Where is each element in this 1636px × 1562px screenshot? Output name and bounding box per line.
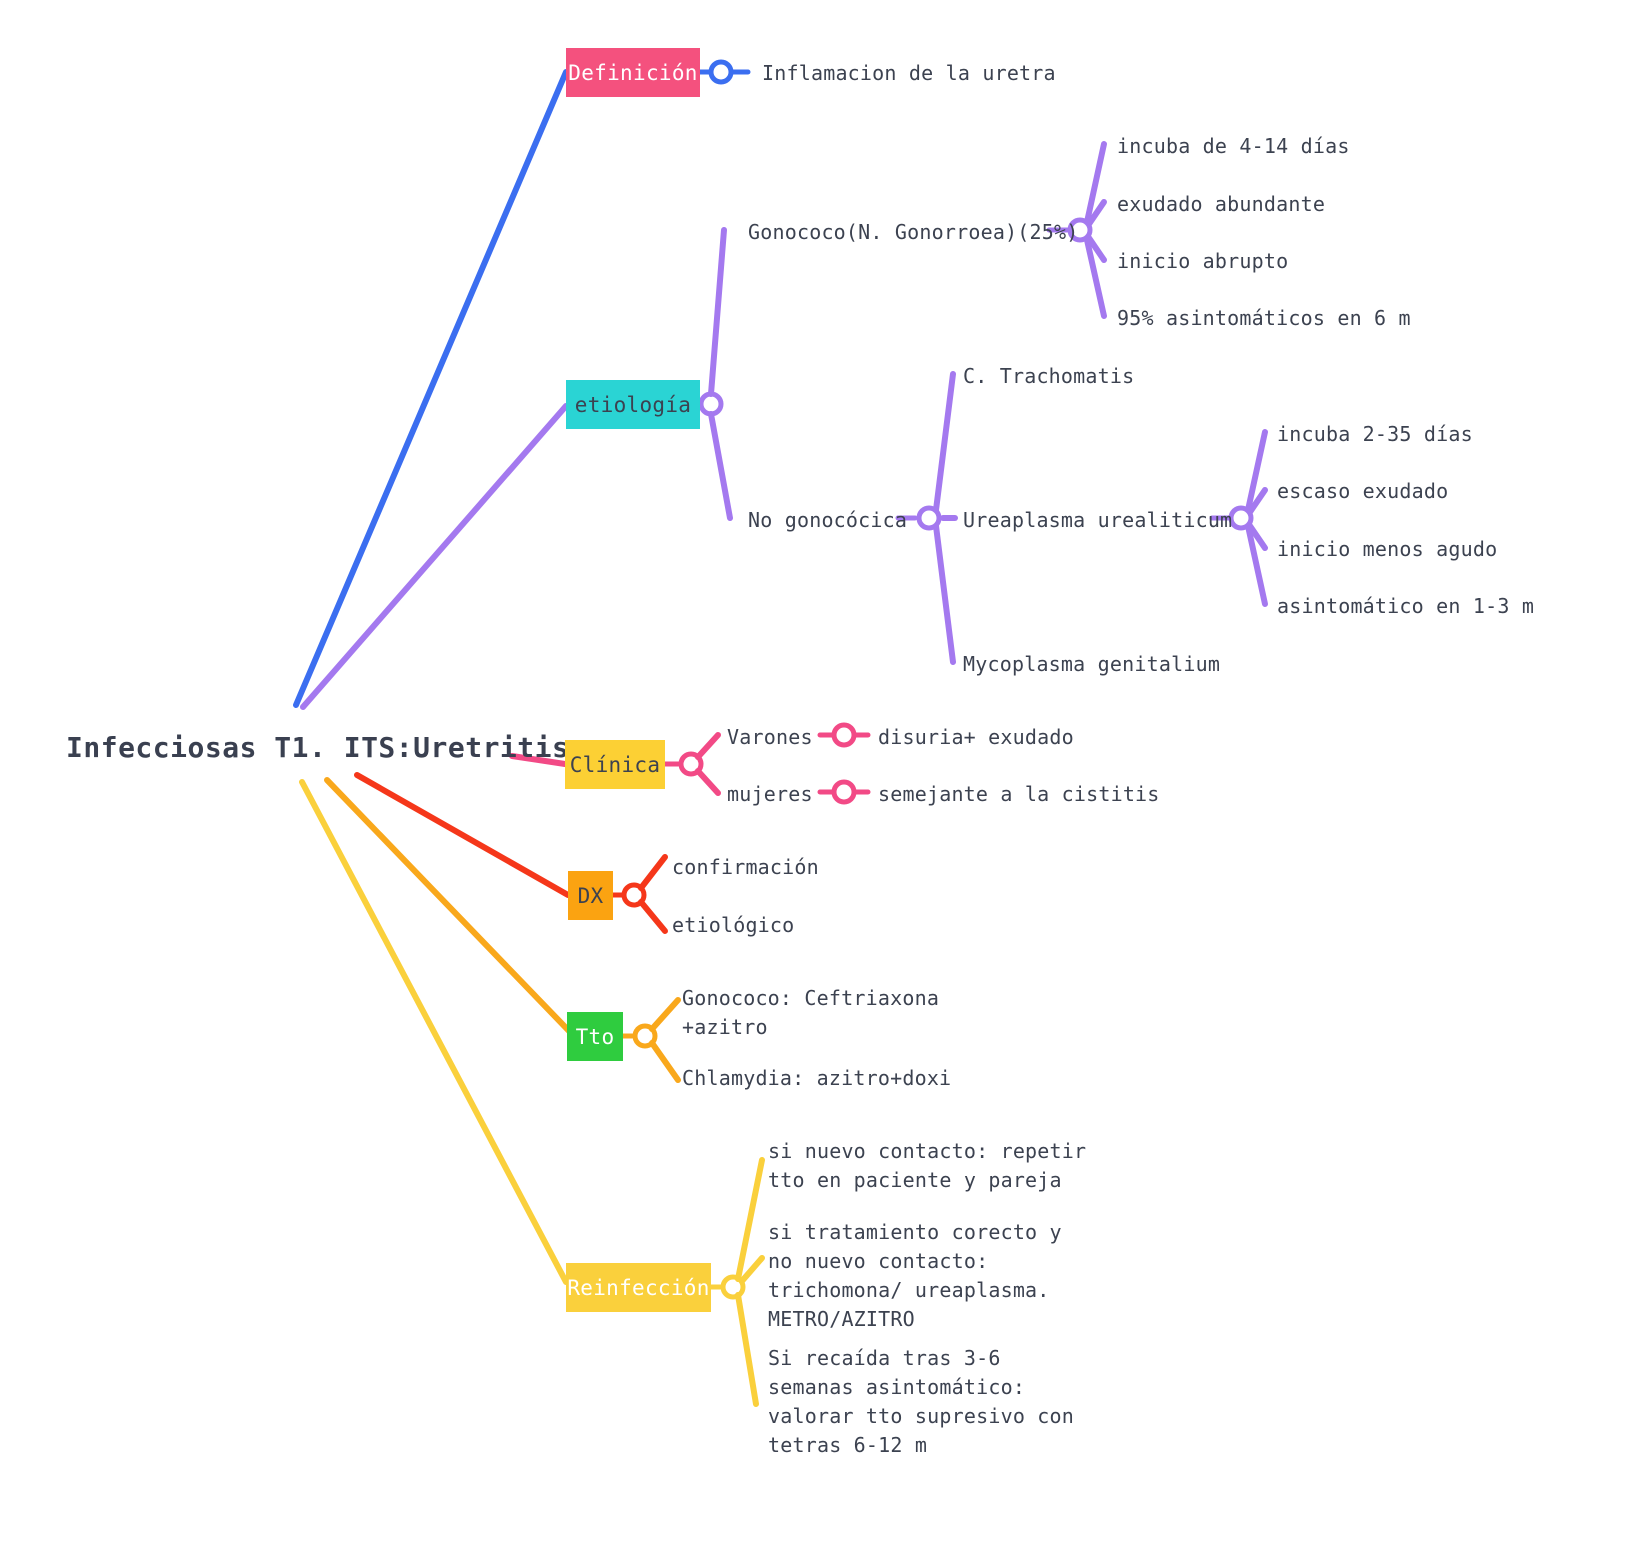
edge-gonococo-c4 — [1084, 237, 1107, 319]
branch-chip-tto[interactable]: Tto — [567, 1012, 623, 1061]
leaf-ureaplasma: Ureaplasma urealiticum — [963, 508, 1233, 532]
leaf-clinica-mujeres: mujeres — [727, 782, 813, 806]
edge-reinfeccion-c1 — [735, 1157, 765, 1282]
edge-ureaplasma-c2 — [1247, 487, 1268, 515]
leaf-ureaplasma-incuba: incuba 2-35 días — [1277, 422, 1473, 446]
leaf-ureaplasma-inicio: inicio menos agudo — [1277, 537, 1498, 561]
leaf-dx-etiologico: etiológico — [672, 913, 795, 937]
leaf-tto-chlamydia: Chlamydia: azitro+doxi — [682, 1066, 952, 1090]
edge-root-etiologia — [300, 403, 569, 710]
leaf-reinfeccion-tratamiento-correcto: si tratamiento corecto y no nuevo contac… — [768, 1220, 1062, 1331]
edge-ureaplasma-c1 — [1245, 429, 1268, 513]
branch-chip-clinica[interactable]: Clínica — [565, 740, 665, 789]
leaf-tto-gonococo: Gonococo: Ceftriaxona +azitro — [682, 986, 940, 1039]
connector-node-varones — [831, 722, 857, 748]
leaf-reinfeccion-recaida: Si recaída tras 3-6 semanas asintomático… — [768, 1346, 1075, 1457]
leaf-mycoplasma: Mycoplasma genitalium — [963, 652, 1221, 676]
branch-chip-etiologia[interactable]: etiología — [566, 380, 700, 429]
leaf-gonococo: Gonococo(N. Gonorroea)(25%) — [748, 220, 1079, 244]
edge-ureaplasma-c3 — [1247, 523, 1268, 551]
connector-node-definicion — [708, 59, 734, 85]
edge-root-clinica — [509, 753, 568, 767]
edge-root-definicion — [293, 69, 569, 708]
edge-gonococo-c2 — [1086, 199, 1107, 227]
leaf-ureaplasma-asintomatico: asintomático en 1-3 m — [1277, 594, 1535, 618]
connector-node-mujeres — [831, 779, 857, 805]
leaf-definicion-inflamacion: Inflamacion de la uretra — [762, 61, 1056, 85]
leaf-c-trachomatis: C. Trachomatis — [963, 364, 1135, 388]
leaf-gonococo-incuba: incuba de 4-14 días — [1117, 134, 1350, 158]
edge-reinfeccion-c2 — [739, 1255, 765, 1284]
edge-dx-confirmacion — [638, 854, 668, 891]
leaf-gonococo-inicio: inicio abrupto — [1117, 249, 1289, 273]
edge-nogonococica-mycoplasma — [933, 523, 956, 665]
edge-gonococo-c3 — [1086, 235, 1107, 263]
edge-clinica-mujeres — [695, 768, 721, 796]
root-title: Infecciosas T1. ITS:Uretritis — [66, 731, 570, 764]
branch-chip-dx[interactable]: DX — [568, 871, 613, 920]
leaf-gonococo-asintomaticos: 95% asintomáticos en 6 m — [1117, 306, 1411, 330]
edge-clinica-varones — [695, 732, 721, 760]
leaf-varones-disuria: disuria+ exudado — [878, 725, 1074, 749]
edge-etiologia-gonococo — [708, 227, 727, 397]
leaf-no-gonococica: No gonocócica — [748, 508, 908, 532]
branch-chip-reinfeccion[interactable]: Reinfección — [566, 1263, 711, 1312]
edge-gonococo-c1 — [1084, 141, 1107, 225]
edge-reinfeccion-c3 — [735, 1292, 759, 1407]
branch-chip-definicion[interactable]: Definición — [566, 48, 700, 97]
connector-node-gonococo — [1067, 217, 1093, 243]
edge-etiologia-nogonococica — [708, 411, 733, 521]
edge-ureaplasma-c4 — [1245, 523, 1268, 607]
leaf-gonococo-exudado: exudado abundante — [1117, 192, 1326, 216]
leaf-reinfeccion-nuevo-contacto: si nuevo contacto: repetir tto en pacien… — [768, 1139, 1087, 1192]
edge-dx-etiologico — [638, 899, 668, 934]
connector-node-ureaplasma — [1228, 505, 1254, 531]
leaf-clinica-varones: Varones — [727, 725, 813, 749]
edge-root-dx — [354, 772, 571, 898]
connector-node-nogonococica — [916, 505, 942, 531]
edge-tto-chlamydia — [649, 1040, 681, 1083]
edge-nogonococica-trachomatis — [933, 371, 956, 513]
edge-root-tto — [324, 777, 573, 1035]
leaf-dx-confirmacion: confirmación — [672, 855, 819, 879]
edge-root-reinfeccion — [299, 779, 569, 1285]
edge-tto-gonococo — [649, 997, 681, 1032]
leaf-mujeres-cistitis: semejante a la cistitis — [878, 782, 1160, 806]
leaf-ureaplasma-escaso: escaso exudado — [1277, 479, 1449, 503]
